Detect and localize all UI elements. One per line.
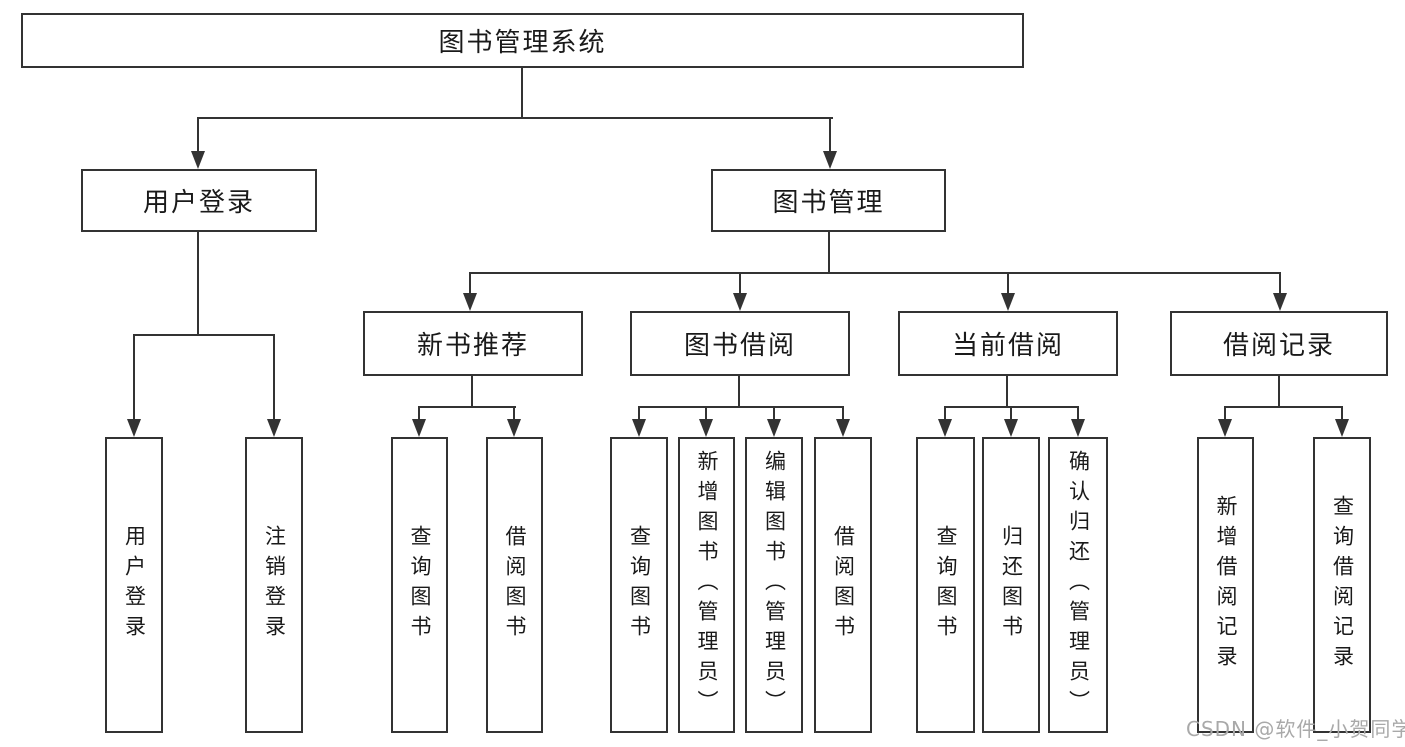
connector-line	[944, 406, 946, 421]
arrow-down-icon	[1004, 419, 1018, 437]
node-borrow-record: 借阅记录	[1170, 311, 1388, 376]
node-library-management-system: 图书管理系统	[21, 13, 1024, 68]
node-new-book-recommend: 新书推荐	[363, 311, 583, 376]
connector-line	[1006, 376, 1008, 408]
arrow-down-icon	[1071, 419, 1085, 437]
leaf-logout: 注销登录	[245, 437, 303, 733]
connector-line	[738, 376, 740, 408]
connector-line	[197, 117, 833, 119]
connector-line	[133, 334, 275, 336]
leaf-borrow-query-book: 查询图书	[610, 437, 668, 733]
arrow-down-icon	[823, 151, 837, 169]
arrow-down-icon	[733, 293, 747, 311]
node-book-borrow: 图书借阅	[630, 311, 850, 376]
arrow-down-icon	[699, 419, 713, 437]
connector-line	[773, 406, 775, 421]
csdn-watermark: CSDN @软件_小贺同学	[1186, 717, 1405, 741]
connector-line	[1010, 406, 1012, 421]
connector-line	[418, 406, 516, 408]
leaf-record-add-borrow-record: 新增借阅记录	[1197, 437, 1254, 733]
connector-line	[1077, 406, 1079, 421]
connector-line	[469, 272, 1281, 274]
arrow-down-icon	[632, 419, 646, 437]
connector-line	[273, 334, 275, 421]
leaf-user-login: 用户登录	[105, 437, 163, 733]
arrow-down-icon	[938, 419, 952, 437]
arrow-down-icon	[412, 419, 426, 437]
leaf-recommend-borrow-book: 借阅图书	[486, 437, 543, 733]
connector-line	[829, 117, 831, 153]
leaf-recommend-query-book: 查询图书	[391, 437, 448, 733]
connector-line	[842, 406, 844, 421]
connector-line	[418, 406, 420, 421]
connector-line	[1007, 272, 1009, 295]
connector-line	[638, 406, 844, 408]
arrow-down-icon	[191, 151, 205, 169]
connector-line	[1224, 406, 1343, 408]
leaf-current-confirm-return-admin: 确认归还（管理员）	[1048, 437, 1108, 733]
node-current-borrow: 当前借阅	[898, 311, 1118, 376]
leaf-borrow-add-book-admin: 新增图书（管理员）	[678, 437, 735, 733]
arrow-down-icon	[127, 419, 141, 437]
connector-line	[197, 232, 199, 336]
connector-line	[513, 406, 515, 421]
connector-line	[739, 272, 741, 295]
leaf-current-return-book: 归还图书	[982, 437, 1040, 733]
arrow-down-icon	[1001, 293, 1015, 311]
connector-line	[521, 68, 523, 119]
connector-line	[469, 272, 471, 295]
connector-line	[1278, 376, 1280, 408]
arrow-down-icon	[1273, 293, 1287, 311]
node-user-login: 用户登录	[81, 169, 317, 232]
arrow-down-icon	[836, 419, 850, 437]
leaf-record-query-borrow-record: 查询借阅记录	[1313, 437, 1371, 733]
node-book-management: 图书管理	[711, 169, 946, 232]
arrow-down-icon	[463, 293, 477, 311]
arrow-down-icon	[507, 419, 521, 437]
connector-line	[1279, 272, 1281, 295]
arrow-down-icon	[767, 419, 781, 437]
connector-line	[471, 376, 473, 408]
arrow-down-icon	[267, 419, 281, 437]
arrow-down-icon	[1218, 419, 1232, 437]
connector-line	[638, 406, 640, 421]
leaf-borrow-borrow-book: 借阅图书	[814, 437, 872, 733]
leaf-borrow-edit-book-admin: 编辑图书（管理员）	[745, 437, 803, 733]
connector-line	[1224, 406, 1226, 421]
connector-line	[705, 406, 707, 421]
connector-line	[828, 232, 830, 274]
connector-line	[1341, 406, 1343, 421]
arrow-down-icon	[1335, 419, 1349, 437]
connector-line	[133, 334, 135, 421]
connector-line	[197, 117, 199, 153]
leaf-current-query-book: 查询图书	[916, 437, 975, 733]
